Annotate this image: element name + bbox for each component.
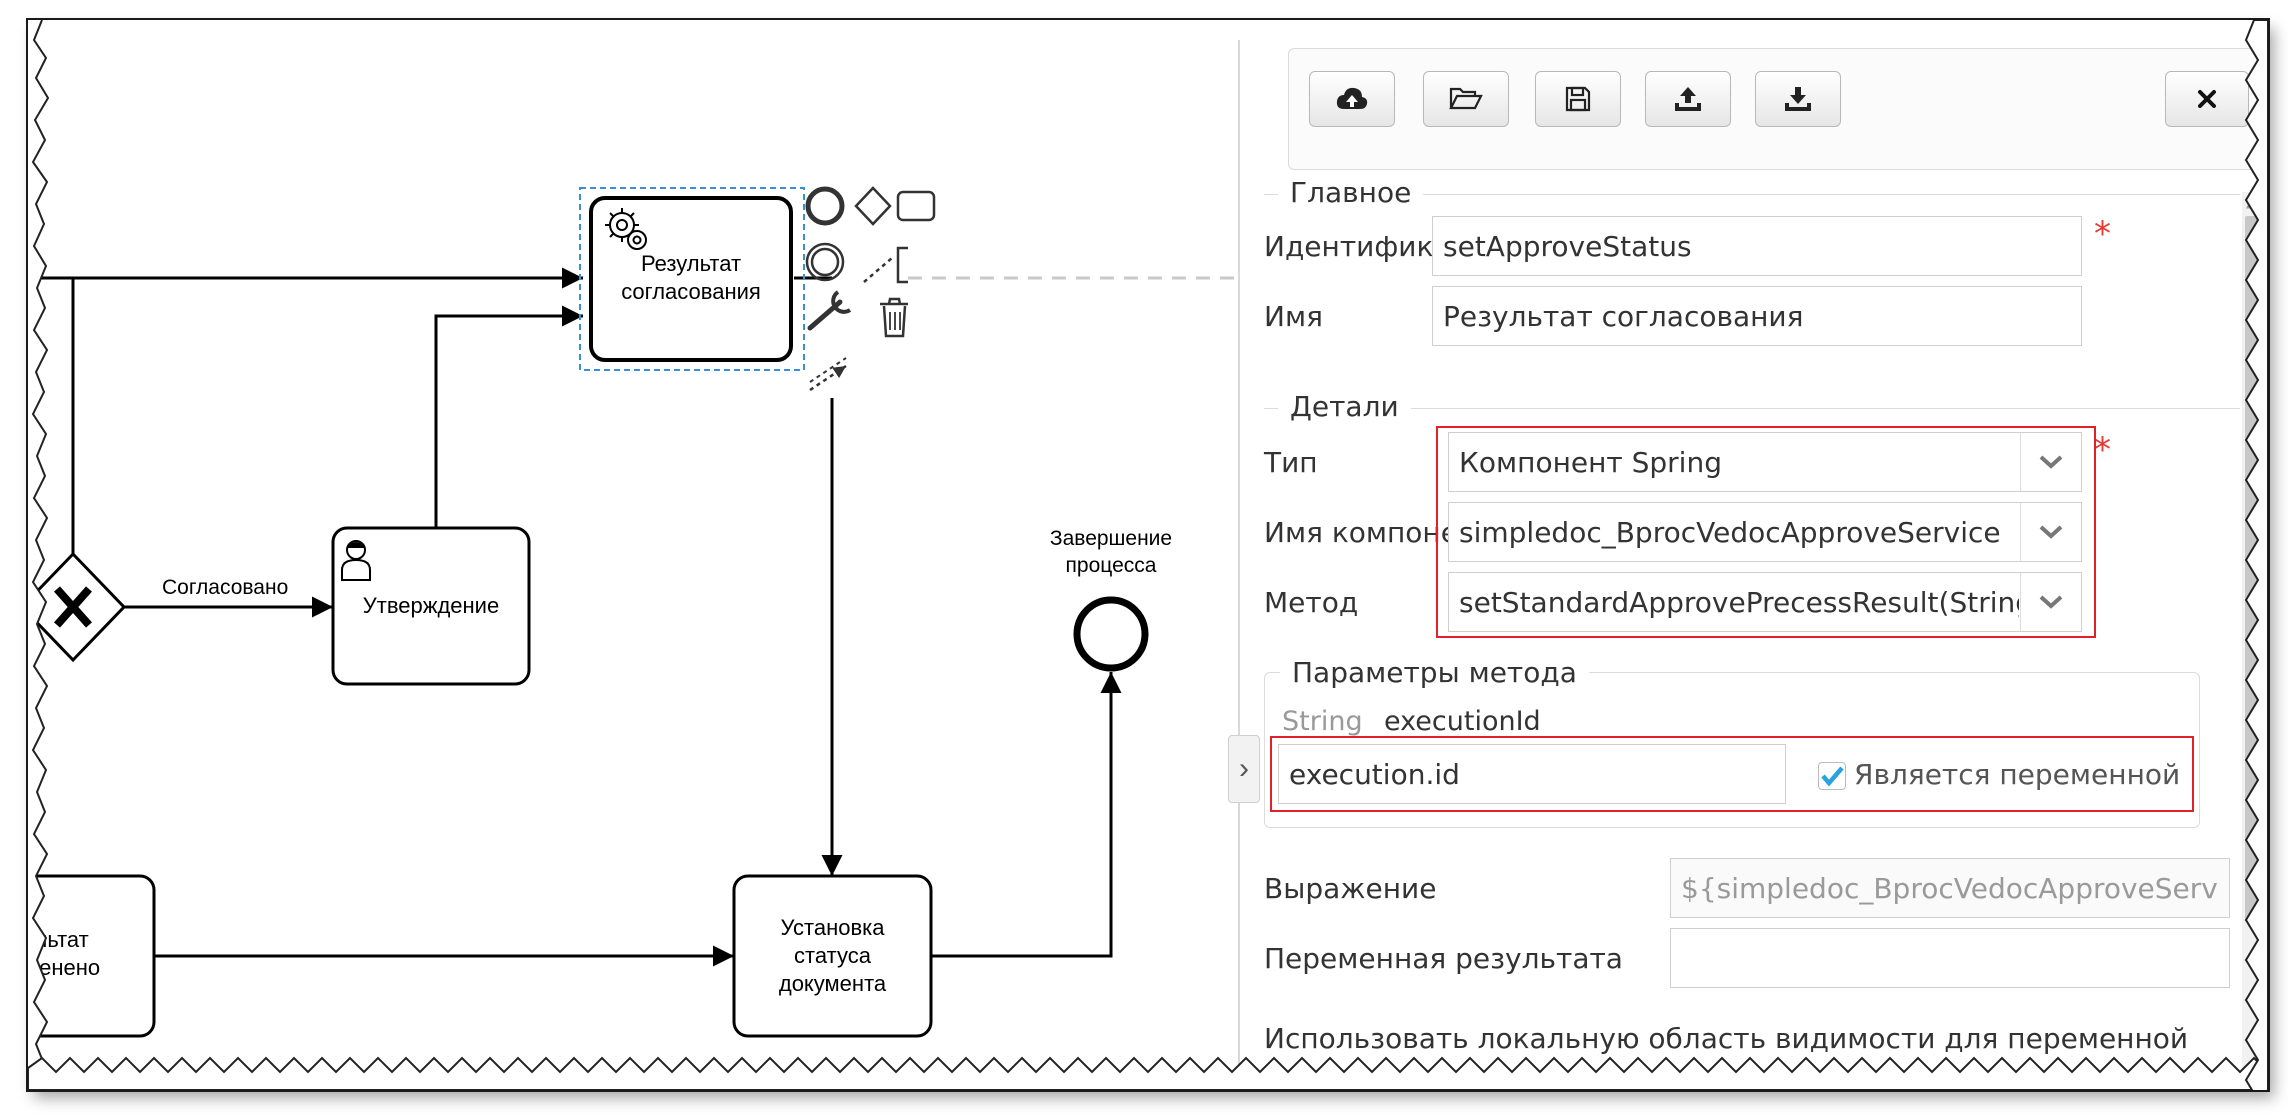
chevron-down-icon[interactable] bbox=[2020, 433, 2081, 491]
screenshot-frame: Результат согласования Утверждение Устан… bbox=[28, 20, 2268, 1090]
details-section-line bbox=[1264, 408, 2240, 409]
chevron-right-icon: › bbox=[1239, 752, 1249, 785]
append-task-icon bbox=[896, 190, 936, 222]
result-variable-input[interactable] bbox=[1670, 928, 2230, 988]
wrench-icon bbox=[807, 290, 852, 331]
download-button[interactable] bbox=[1755, 71, 1841, 127]
upload-button[interactable] bbox=[1645, 71, 1731, 127]
type-select[interactable]: Компонент Spring bbox=[1448, 432, 2082, 492]
type-label: Тип bbox=[1264, 446, 1318, 479]
type-required-marker: * bbox=[2094, 430, 2111, 470]
flow-approve-to-result bbox=[434, 305, 583, 528]
method-label: Метод bbox=[1264, 586, 1359, 619]
close-button[interactable] bbox=[2165, 71, 2249, 127]
task-status bbox=[732, 874, 933, 1038]
upload-icon bbox=[1675, 87, 1701, 111]
method-select-value: setStandardApprovePrecessResult(String bbox=[1459, 585, 2019, 619]
append-gateway-icon bbox=[854, 186, 892, 226]
flow-status-to-end bbox=[931, 672, 1122, 958]
expression-label: Выражение bbox=[1264, 872, 1437, 905]
param-type: String bbox=[1282, 706, 1363, 737]
torn-edge-bottom bbox=[28, 1056, 2268, 1090]
is-variable-checkbox[interactable] bbox=[1818, 762, 1846, 790]
result-variable-label: Переменная результата bbox=[1264, 942, 1623, 975]
type-select-value: Компонент Spring bbox=[1459, 445, 1722, 479]
component-select[interactable]: simpledoc_BprocVedocApproveService bbox=[1448, 502, 2082, 562]
append-end-event-icon bbox=[805, 186, 845, 226]
chevron-down-icon[interactable] bbox=[2020, 573, 2081, 631]
save-button[interactable] bbox=[1535, 71, 1621, 127]
sequence-flows bbox=[28, 267, 1122, 967]
task-status-label: Установка статуса документа bbox=[778, 915, 887, 996]
properties-panel: ▲ Главное Идентификатор setApproveStatus… bbox=[1262, 20, 2268, 1090]
bpmn-canvas[interactable]: Результат согласования Утверждение Устан… bbox=[28, 20, 1240, 1090]
expression-input: ${simpledoc_BprocVedocApproveServ bbox=[1670, 858, 2230, 918]
append-intermediate-event-icon bbox=[805, 242, 845, 282]
name-input[interactable]: Результат согласования bbox=[1432, 286, 2082, 346]
folder-open-icon bbox=[1449, 87, 1483, 110]
gear-icon bbox=[605, 208, 647, 250]
collapse-panel-button[interactable]: › bbox=[1228, 735, 1260, 803]
open-button[interactable] bbox=[1423, 71, 1509, 127]
cloud-upload-button[interactable] bbox=[1309, 71, 1395, 127]
task-approve bbox=[331, 526, 531, 686]
params-title: Параметры метода bbox=[1280, 656, 1589, 689]
end-event bbox=[1073, 596, 1149, 672]
checkmark-icon bbox=[1821, 766, 1844, 787]
details-highlight bbox=[1436, 426, 2096, 638]
context-pad bbox=[805, 186, 936, 392]
selection-box bbox=[579, 187, 805, 371]
param-name: executionId bbox=[1384, 706, 1541, 737]
is-variable-label: Является переменной bbox=[1854, 758, 2181, 791]
torn-edge-right bbox=[2244, 20, 2268, 1090]
main-section-line bbox=[1264, 194, 2240, 195]
torn-edge-left bbox=[28, 20, 50, 1090]
method-select[interactable]: setStandardApprovePrecessResult(String bbox=[1448, 572, 2082, 632]
cloud-upload-icon bbox=[1336, 87, 1368, 109]
bpmn-diagram bbox=[28, 186, 1240, 1038]
task-left-label: ультат менено bbox=[28, 927, 101, 980]
append-annotation-icon bbox=[863, 246, 908, 284]
id-required-marker: * bbox=[2094, 214, 2111, 254]
params-group bbox=[1264, 672, 2200, 828]
user-icon bbox=[341, 540, 371, 581]
main-section-title: Главное bbox=[1278, 176, 1424, 209]
param-value-input[interactable]: execution.id bbox=[1278, 744, 1786, 804]
panel-toolbar bbox=[1288, 48, 2268, 170]
panel-divider bbox=[1238, 40, 1240, 1090]
exclusive-gateway bbox=[28, 551, 127, 663]
name-label: Имя bbox=[1264, 300, 1323, 333]
details-section-title: Детали bbox=[1278, 390, 1411, 423]
component-select-value: simpledoc_BprocVedocApproveService bbox=[1459, 515, 2001, 549]
task-left bbox=[28, 874, 156, 1038]
task-approve-label: Утверждение bbox=[362, 593, 500, 618]
chevron-down-icon[interactable] bbox=[2020, 503, 2081, 561]
connect-icon bbox=[809, 357, 847, 392]
save-icon bbox=[1565, 86, 1591, 112]
local-scope-label: Использовать локальную область видимости… bbox=[1264, 1022, 2189, 1055]
download-icon bbox=[1785, 87, 1811, 111]
flow-approved-label: Согласовано bbox=[162, 576, 289, 599]
trash-icon bbox=[880, 297, 908, 338]
task-result-label: Результат согласования bbox=[621, 251, 761, 304]
id-input[interactable]: setApproveStatus bbox=[1432, 216, 2082, 276]
end-event-label: Завершение процесса bbox=[1049, 527, 1173, 577]
params-highlight bbox=[1270, 736, 2194, 812]
close-icon bbox=[2198, 90, 2216, 108]
